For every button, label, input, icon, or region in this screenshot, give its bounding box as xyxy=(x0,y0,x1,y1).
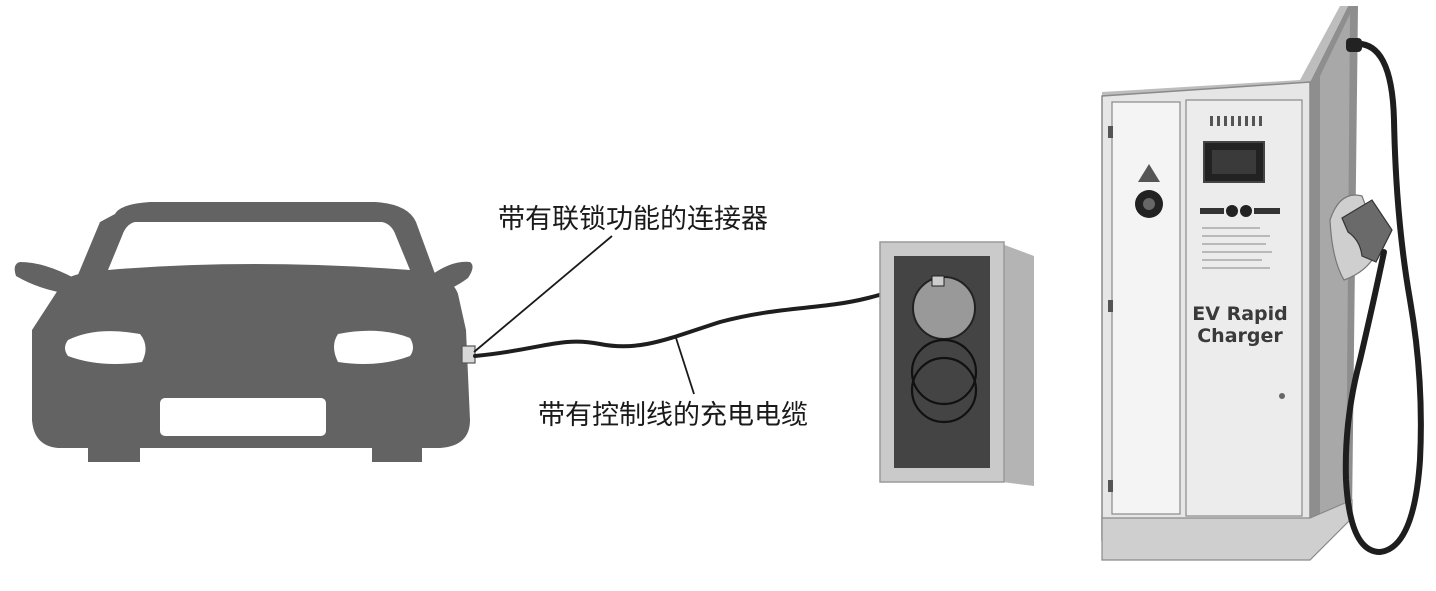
cable-label: 带有控制线的充电电缆 xyxy=(538,400,808,431)
charger-side-highlight xyxy=(1320,14,1350,526)
charger-instructions xyxy=(1202,227,1272,269)
hinge-bottom xyxy=(1108,480,1113,492)
car-icon xyxy=(14,202,473,462)
charger-badge-line1: EV Rapid xyxy=(1192,303,1287,325)
connector-leader-line xyxy=(473,235,613,353)
charging-cable xyxy=(473,274,944,358)
socket-ring-lower xyxy=(910,356,978,424)
hose-gland xyxy=(1346,38,1362,52)
car-windshield xyxy=(108,222,410,270)
socket-ring-upper xyxy=(910,338,978,406)
car-headlight-right xyxy=(334,330,413,364)
charging-gun xyxy=(1341,199,1393,263)
cable-leader-line xyxy=(675,337,695,395)
car-body xyxy=(32,267,470,462)
hinge-mid xyxy=(1108,300,1113,312)
ev-rapid-charger: EV Rapid Charger xyxy=(1101,6,1424,561)
wall-socket-box xyxy=(879,241,1034,486)
warning-triangle-icon xyxy=(1138,164,1160,182)
connector-plug xyxy=(461,345,476,364)
charger-left-door xyxy=(1111,101,1181,515)
charger-hose xyxy=(1342,40,1424,556)
socket-box-side xyxy=(1002,244,1034,486)
car-headlight-left xyxy=(65,331,146,364)
car-mirror-left xyxy=(14,262,75,294)
socket-plug-tip xyxy=(931,275,945,287)
charger-knob-center xyxy=(1143,198,1155,210)
car-mirror-right xyxy=(430,261,473,294)
hinge-top xyxy=(1108,126,1113,138)
charger-badge-line2: Charger xyxy=(1197,325,1283,347)
charger-buttons xyxy=(1200,205,1280,217)
panel-screw xyxy=(1279,393,1285,399)
charger-vents xyxy=(1210,116,1262,126)
charger-display-screen xyxy=(1212,150,1256,174)
connector-label: 带有联锁功能的连接器 xyxy=(498,204,768,235)
car-license-plate xyxy=(160,398,326,436)
